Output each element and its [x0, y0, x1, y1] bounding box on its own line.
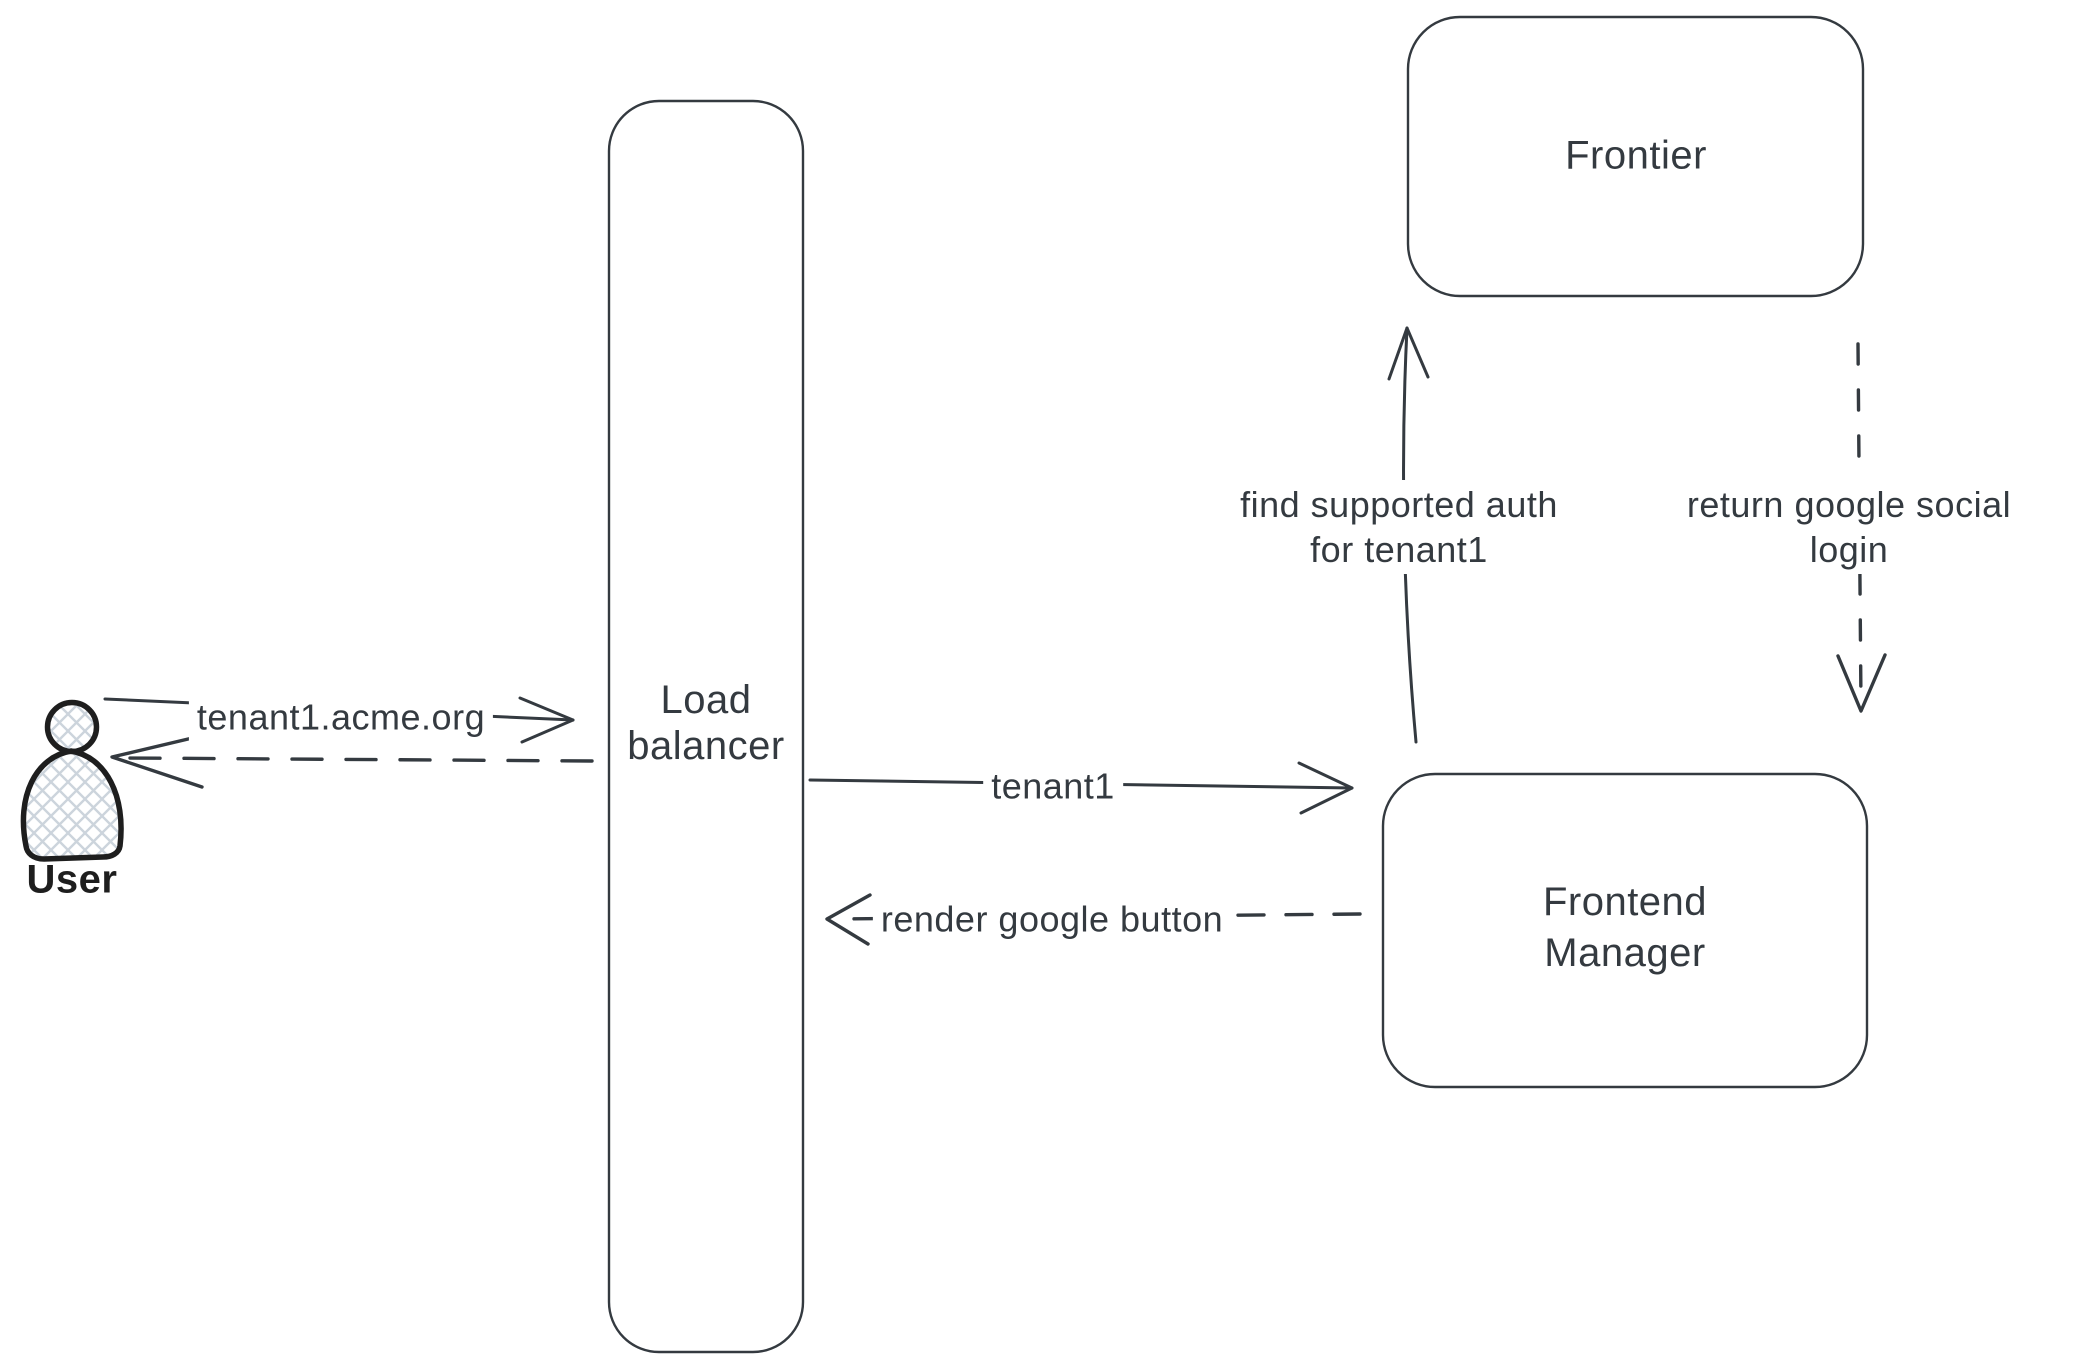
edge-label-fm-to-frontier-line1: find supported auth: [1240, 484, 1558, 525]
edge-label-frontier-to-fm: return google social login: [1678, 480, 2020, 574]
edge-label-user-to-lb: tenant1.acme.org: [188, 692, 494, 742]
edge-label-fm-to-frontier-line2: for tenant1: [1310, 529, 1488, 570]
user-head: [44, 699, 100, 755]
frontier-box[interactable]: [1406, 15, 1865, 298]
frontier-label: Frontier: [1565, 133, 1707, 178]
edge-label-frontier-to-fm-line2: login: [1809, 529, 1889, 570]
arrow-head: [825, 893, 872, 946]
edge-label-fm-to-lb: render google button: [872, 894, 1232, 944]
frontend-manager-label-line2: Manager: [1544, 931, 1706, 975]
frontend-manager-box[interactable]: [1381, 772, 1869, 1089]
arrow-head: [1297, 761, 1354, 815]
frontend-manager-label: Frontend Manager: [1543, 877, 1707, 979]
arrow-head: [518, 696, 575, 744]
load-balancer-label-line2: balancer: [627, 724, 785, 768]
edge-label-frontier-to-fm-line1: return google social: [1686, 484, 2012, 525]
user-label: User: [26, 857, 118, 902]
arrow-frontier-to-fm[interactable]: [1836, 342, 1887, 713]
user-body: [20, 748, 124, 862]
arrow-head: [110, 733, 207, 789]
arrow-shaft: [1856, 342, 1863, 708]
edge-label-fm-to-frontier: find supported auth for tenant1: [1232, 480, 1566, 574]
load-balancer-box[interactable]: [607, 99, 805, 1354]
arrow-shaft: [126, 756, 594, 763]
user-icon[interactable]: [20, 699, 124, 862]
load-balancer-label-line1: Load: [660, 678, 752, 722]
arrow-head: [1387, 326, 1430, 381]
arrow-head: [1836, 653, 1887, 713]
arrow-lb-to-user[interactable]: [110, 733, 594, 789]
load-balancer-label: Load balancer: [627, 677, 784, 769]
frontend-manager-label-line1: Frontend: [1542, 880, 1708, 924]
edge-label-lb-to-fm: tenant1: [983, 761, 1123, 811]
